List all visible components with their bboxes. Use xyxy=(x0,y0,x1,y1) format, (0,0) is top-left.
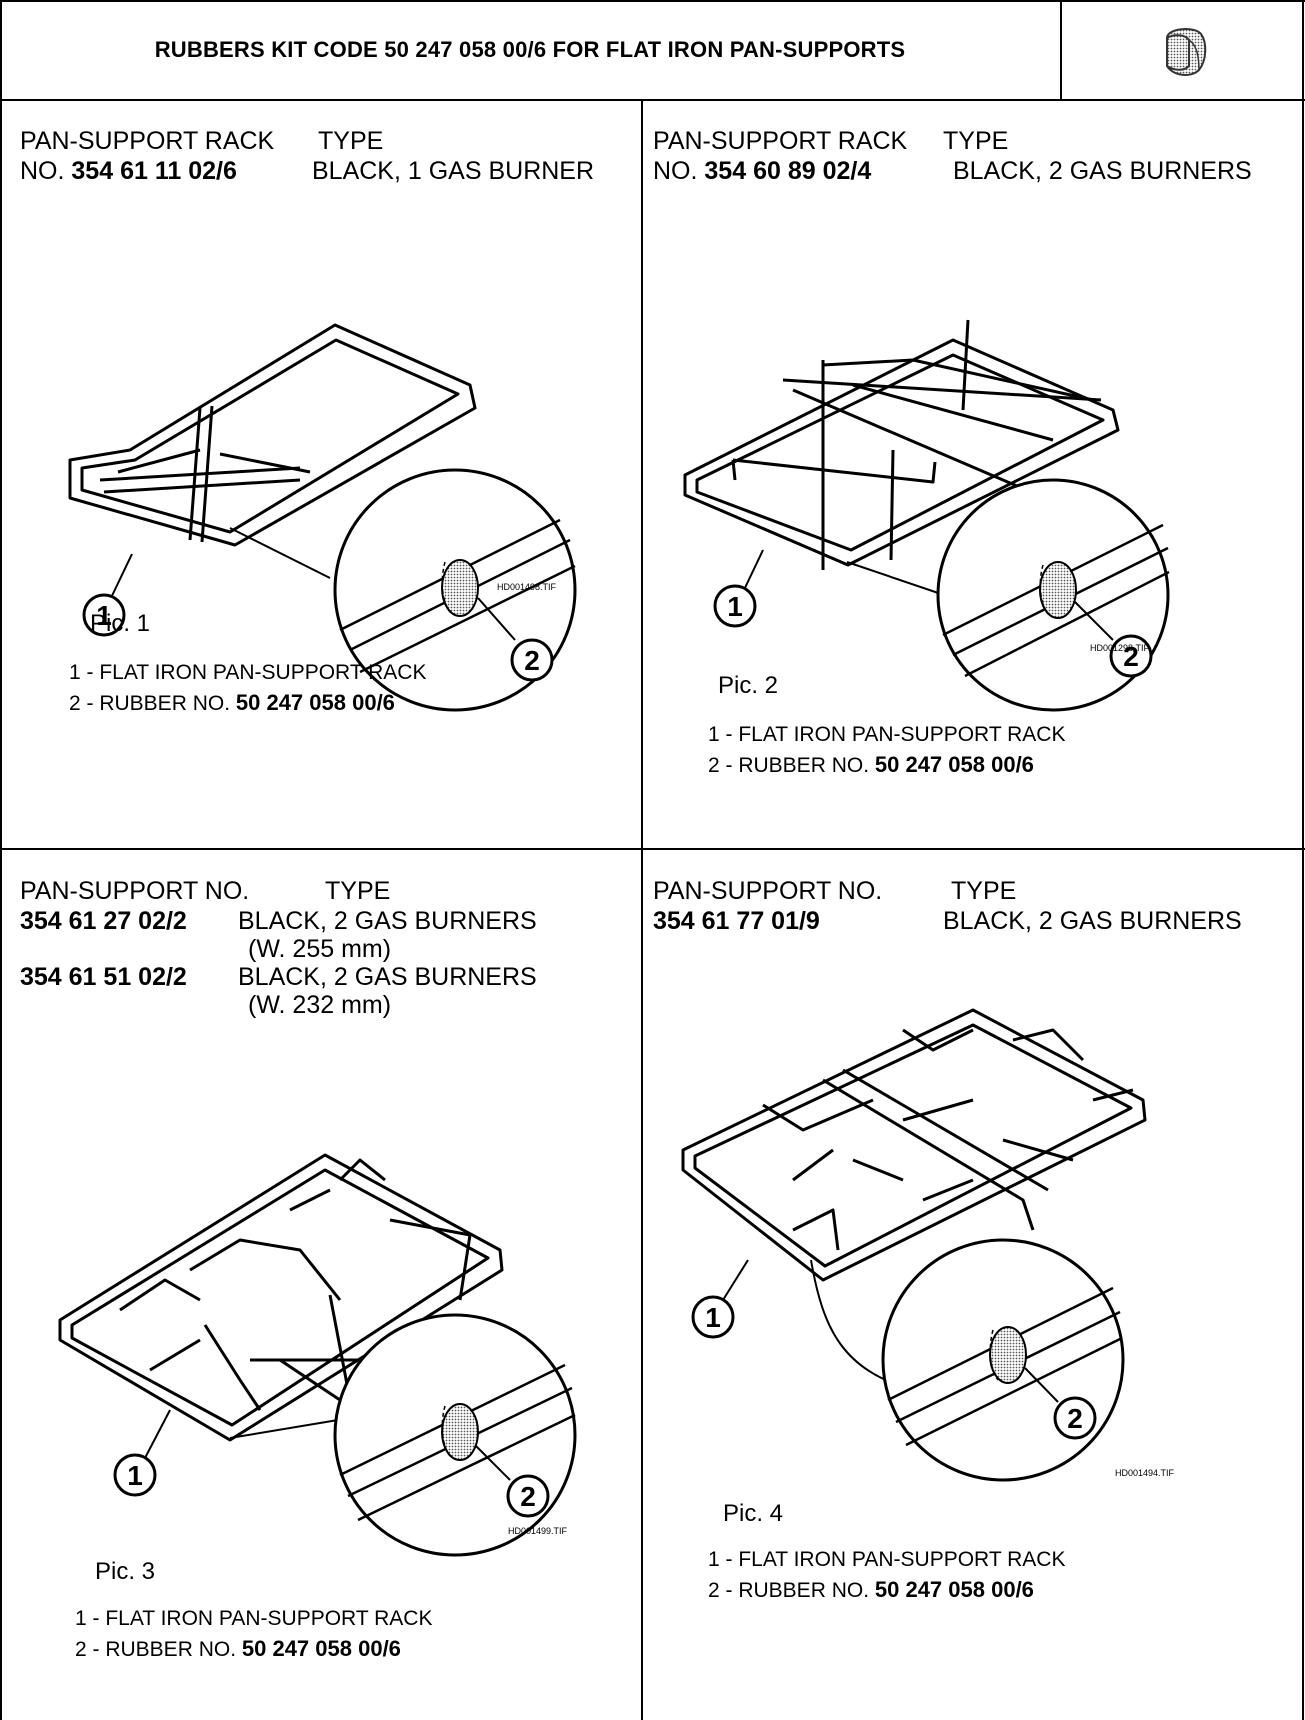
cell-3-row-b-code: 354 61 51 02/2 xyxy=(20,963,187,991)
pan-support-figure-2: 1 2 xyxy=(673,210,1273,712)
cell-4-legend-2: 2 - RUBBER NO. 50 247 058 00/6 xyxy=(708,1577,1034,1602)
cell-4-heading-left: PAN-SUPPORT NO. xyxy=(653,877,883,905)
cell-2-callout-2: 2 xyxy=(1123,641,1139,672)
cell-2-legend-2: 2 - RUBBER NO. 50 247 058 00/6 xyxy=(708,752,1034,777)
header-icon-divider xyxy=(1060,0,1062,100)
cell-1-heading-right: TYPE xyxy=(318,127,384,155)
cell-1-caption: Pic. 1 xyxy=(90,610,151,637)
cell-pic-1: PAN-SUPPORT RACK TYPE NO. 354 61 11 02/6… xyxy=(0,100,641,848)
cell-3-legend-1: 1 - FLAT IRON PAN-SUPPORT RACK xyxy=(75,1607,433,1630)
page-title: RUBBERS KIT CODE 50 247 058 00/6 FOR FLA… xyxy=(154,37,906,62)
cell-2-figure-file: HD001298.TIF xyxy=(1090,643,1150,653)
cell-3-callout-1: 1 xyxy=(127,1460,143,1491)
cell-1-callout-1: 1 xyxy=(96,600,112,631)
cell-1-callout-2: 2 xyxy=(524,645,540,676)
header-divider xyxy=(0,99,1305,101)
cell-3-heading-left: PAN-SUPPORT NO. xyxy=(20,877,250,905)
cell-3-heading-right: TYPE xyxy=(325,877,391,905)
cell-4-heading-right: TYPE xyxy=(951,877,1017,905)
cell-4-figure-file: HD001494.TIF xyxy=(1115,1468,1175,1478)
cell-2-heading-right: TYPE xyxy=(943,127,1009,155)
cell-4-part-number: 354 61 77 01/9 xyxy=(653,907,820,935)
cell-1-legend-2: 2 - RUBBER NO. 50 247 058 00/6 xyxy=(69,690,395,715)
cell-3-row-b-type: BLACK, 2 GAS BURNERS xyxy=(238,963,537,991)
cell-3-row-a-type: BLACK, 2 GAS BURNERS xyxy=(238,907,537,935)
cell-3-row-a-code: 354 61 27 02/2 xyxy=(20,907,187,935)
pan-support-figure-4: 1 2 xyxy=(673,970,1273,1482)
pan-support-figure-1: 1 2 xyxy=(60,210,620,712)
rubber-icon xyxy=(1062,0,1305,100)
cell-pic-4: PAN-SUPPORT NO. TYPE 354 61 77 01/9 BLAC… xyxy=(643,850,1303,1720)
cell-1-figure-file: HD001498.TIF xyxy=(497,582,557,592)
cell-2-heading-left: PAN-SUPPORT RACK xyxy=(653,127,908,155)
cell-2-type: BLACK, 2 GAS BURNERS xyxy=(953,157,1252,185)
cell-3-row-b-width: (W. 232 mm) xyxy=(248,991,392,1019)
cell-4-callout-2: 2 xyxy=(1067,1403,1083,1434)
cell-3-caption: Pic. 3 xyxy=(95,1558,156,1585)
cell-1-heading-left: PAN-SUPPORT RACK xyxy=(20,127,275,155)
cell-2-part-number: NO. 354 60 89 02/4 xyxy=(653,157,872,185)
column-divider xyxy=(641,100,643,1720)
cell-4-legend-1: 1 - FLAT IRON PAN-SUPPORT RACK xyxy=(708,1548,1066,1571)
cell-pic-3: PAN-SUPPORT NO. TYPE 354 61 27 02/2 BLAC… xyxy=(0,850,641,1720)
table-border-left xyxy=(0,0,2,1720)
cell-2-callout-1: 1 xyxy=(727,591,743,622)
cell-1-part-number: NO. 354 61 11 02/6 xyxy=(20,157,237,185)
cell-3-row-a-width: (W. 255 mm) xyxy=(248,935,392,963)
cell-pic-2: PAN-SUPPORT RACK TYPE NO. 354 60 89 02/4… xyxy=(643,100,1303,848)
cell-4-callout-1: 1 xyxy=(705,1302,721,1333)
pan-support-figure-3: 1 2 xyxy=(40,1100,610,1557)
cell-4-caption: Pic. 4 xyxy=(723,1500,784,1527)
cell-3-legend-2: 2 - RUBBER NO. 50 247 058 00/6 xyxy=(75,1636,401,1661)
cell-1-legend-1: 1 - FLAT IRON PAN-SUPPORT RACK xyxy=(69,661,427,684)
cell-3-callout-2: 2 xyxy=(520,1481,536,1512)
cell-1-type: BLACK, 1 GAS BURNER xyxy=(312,157,595,185)
table-border-top xyxy=(0,0,1305,2)
row-divider xyxy=(0,848,1305,850)
cell-2-caption: Pic. 2 xyxy=(718,672,779,699)
cell-3-figure-file: HD001499.TIF xyxy=(508,1526,568,1536)
cell-4-type: BLACK, 2 GAS BURNERS xyxy=(943,907,1242,935)
cell-2-legend-1: 1 - FLAT IRON PAN-SUPPORT RACK xyxy=(708,723,1066,746)
table-border-right xyxy=(1302,0,1304,1720)
